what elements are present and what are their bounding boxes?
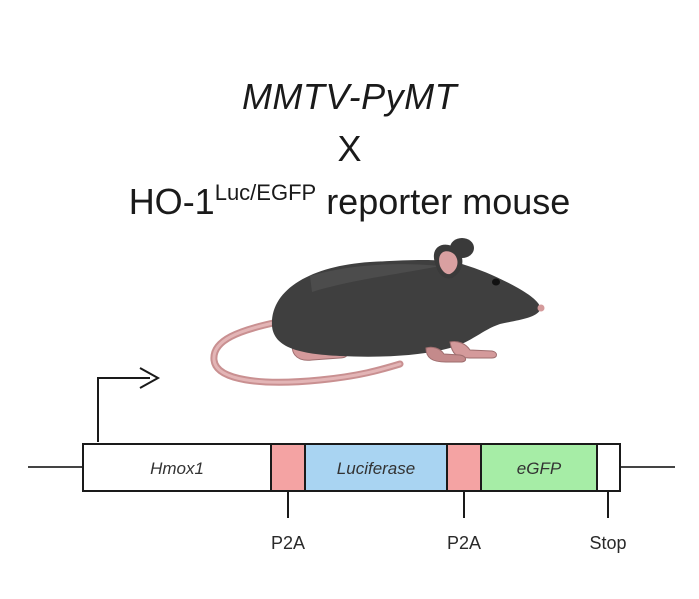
- title-line-3-superscript: Luc/EGFP: [214, 180, 317, 205]
- marker-label-p2a-1: P2A: [271, 533, 305, 553]
- segment-luciferase: [304, 443, 448, 492]
- mouse-nose: [537, 304, 545, 312]
- segment-egfp: [480, 443, 598, 492]
- marker-label-stop: Stop: [589, 533, 626, 553]
- segment-label-egfp: eGFP: [517, 459, 562, 478]
- mouse-body: [271, 260, 541, 357]
- segment-p2a-2: [446, 443, 482, 492]
- mouse-illustration: [210, 238, 545, 386]
- segment-stop: [596, 443, 621, 492]
- promoter-arrowhead: [139, 367, 161, 389]
- title-line-1: MMTV-PyMT: [241, 76, 458, 117]
- segment-p2a-1: [270, 443, 306, 492]
- segment-label-hmox1: Hmox1: [150, 459, 204, 478]
- reporter-construct-diagram: Hmox1 Luciferase eGFP P2A P2A Stop: [28, 367, 675, 553]
- segment-hmox1: [82, 443, 272, 492]
- title-line-3: HO-1Luc/EGFP reporter mouse: [0, 181, 699, 223]
- mouse-front-leg-2: [425, 346, 467, 363]
- title-line-2: X: [337, 128, 362, 169]
- title-line-3-tail: reporter mouse: [316, 181, 571, 222]
- title-line-3-main: HO-1: [128, 181, 215, 222]
- mouse-eye: [492, 278, 500, 286]
- segment-label-luciferase: Luciferase: [337, 459, 415, 478]
- marker-label-p2a-2: P2A: [447, 533, 481, 553]
- promoter-arrow: [97, 377, 150, 442]
